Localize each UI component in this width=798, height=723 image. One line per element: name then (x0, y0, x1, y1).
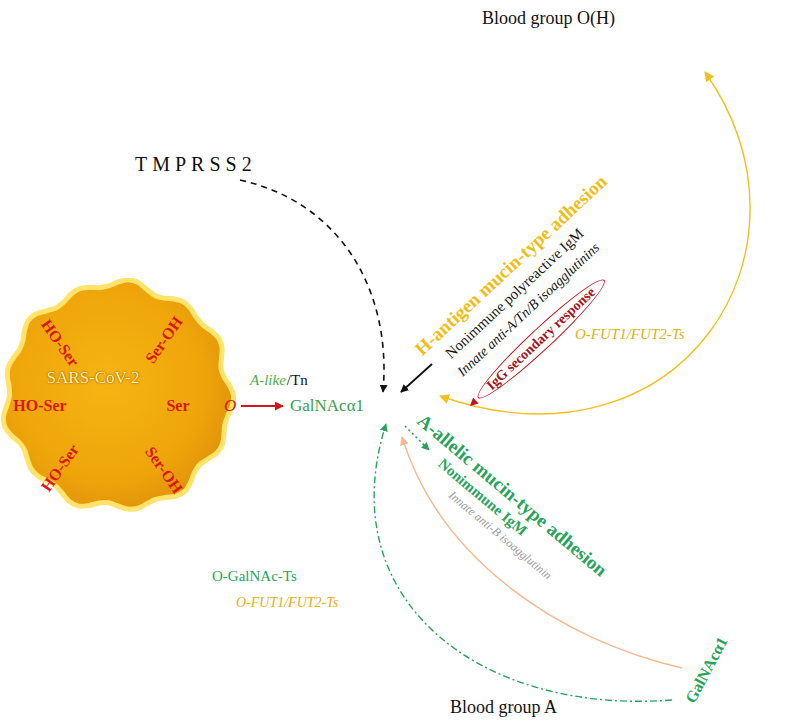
group-heading: Blood group A (450, 697, 557, 718)
virus-particle: HO-SerSer-OHHO-SerSerSARS-CoV-2HO-SerSer… (0, 278, 236, 514)
fut-arrow-lower (402, 437, 682, 668)
fut-cycle-arrow (440, 72, 750, 414)
enzyme-label: TMPRSS2 (135, 153, 257, 176)
enzyme-label: O-FUT1/FUT2-Ts (575, 326, 684, 343)
igg-arrowhead (470, 398, 479, 406)
glycan-label: GalNAcα1 (682, 634, 732, 706)
glycan-label: GalNAcα1 (290, 396, 364, 416)
virus-name: SARS-CoV-2 (47, 369, 140, 388)
galnac-transferase-arrow (374, 424, 672, 701)
serine-residue: Ser (166, 397, 189, 415)
group-heading: Blood group O(H) (482, 8, 615, 29)
binding-arrow (401, 364, 432, 392)
virus-sphere (3, 280, 233, 510)
virus-outline (0, 278, 236, 514)
tmprss2-dashed-arrow (240, 180, 384, 392)
linkage-label: O (224, 396, 236, 416)
enzyme-label: O-FUT1/FUT2-Ts (236, 595, 338, 611)
serine-residue: HO-Ser (13, 397, 66, 415)
antigen-label: A-like (250, 372, 286, 389)
antigen-label: /Tn (287, 372, 308, 389)
enzyme-label: O-GalNAc-Ts (212, 568, 297, 585)
glycosylation-arrow (241, 405, 283, 407)
